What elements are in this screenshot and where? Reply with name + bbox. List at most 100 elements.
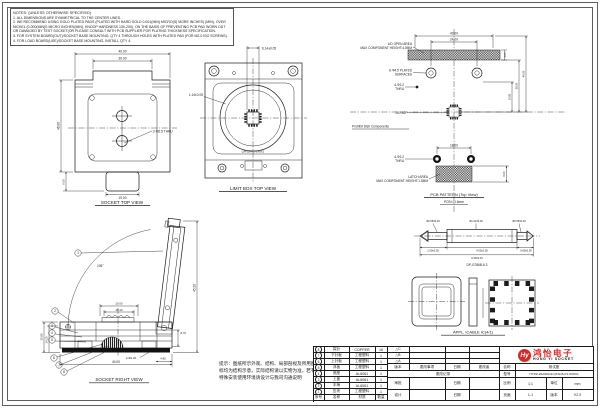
unit-value: mm xyxy=(562,378,594,390)
part-material: 工程塑料 xyxy=(349,353,376,360)
label-latch-2: MAX COMPONENT HEIGHT:1.5MM xyxy=(376,179,428,183)
balloon-8: 8 xyxy=(63,370,65,374)
part-no: 8 xyxy=(315,347,322,353)
label-thru-upper-2: THRU xyxy=(395,87,405,91)
scale-value: 1:1 xyxy=(515,378,547,390)
part-material: AL6061 xyxy=(349,371,376,378)
balloon-2: 2 xyxy=(54,309,56,313)
dim-pcb-h2: 28.50 xyxy=(515,82,519,89)
approve-label: 审批 xyxy=(387,378,410,390)
dim-probe-dia3: Φ0.58±0.02 xyxy=(512,219,526,223)
note-line-3: 3. FOR SYSTEM BOARD(OUT)/SOCKET BASE MOU… xyxy=(13,33,228,38)
scale-label: 比例 xyxy=(499,378,516,390)
revision-header-date: 日期 xyxy=(445,364,470,372)
revision-record-label: 更改记录 xyxy=(387,371,500,379)
part-qty: 1 xyxy=(375,377,388,384)
dim-pcb-h1: 15.80 xyxy=(508,93,512,100)
note-line-2: 2. WE RECOMMEND USING GOLD PLATED PADS (… xyxy=(13,20,226,34)
note-line-1: 1. ALL DIMENSIONS ARE SYMMETRICAL TO THE… xyxy=(13,15,122,20)
part-name: 下针板 xyxy=(324,353,350,360)
label-plated-2: SURFACES xyxy=(395,73,412,77)
page-value: 1-1 xyxy=(515,389,547,402)
dim-right-open: 45.20 xyxy=(193,284,197,292)
name-label: 名称 xyxy=(499,364,516,372)
part-qty: 1 xyxy=(375,365,388,372)
socket-top-view: 40.00 30.00 46.00 6.00 19.00 2-M2.5 THRU… xyxy=(57,50,177,206)
part-qty: 1 xyxy=(375,353,388,360)
dim-probe-len1: 1.50±0.05 xyxy=(427,249,439,253)
logo-english: HONG YI SOCKET xyxy=(533,356,574,361)
notes-title: NOTES: (UNLESS OTHERWISE SPECIFIED) xyxy=(13,10,91,15)
label-socket-screw: 2-M2.5 THRU xyxy=(153,130,173,134)
notes-block: NOTES: (UNLESS OTHERWISE SPECIFIED) 1. A… xyxy=(10,8,234,46)
parts-header-name: 名称 xyxy=(324,395,350,402)
dim-right-5: 40.00 xyxy=(112,360,120,364)
label-plated-1: 6-Φ4.5 PLATED xyxy=(389,69,413,73)
model-number: HYDZ-20240219-QFN16-P1-6X6X1 xyxy=(515,371,594,379)
label-thru-lower-1: 4-Φ2.2 xyxy=(394,155,404,159)
caption-socket-top-view: SOCKET TOP VIEW xyxy=(101,200,144,205)
note-line-4: 4. FOR LOAD BOARD(USE)/SOCKET BASE MOUNT… xyxy=(13,38,132,43)
applicable-ic-view: APPL. ICABLE IC(4/1) xyxy=(408,273,539,336)
part-no: 1 xyxy=(315,389,322,395)
revision-header-version: 版本 xyxy=(387,364,410,372)
part-material: COPPER xyxy=(349,347,376,354)
revision-block: △C △B △A 版本 更改事项 日期 更改者 更改记录 审批 日期 设计 xyxy=(387,347,500,402)
approve-date-label: 日期 xyxy=(445,378,470,390)
version-label: 版本 xyxy=(546,389,563,402)
part-no: 6 xyxy=(315,359,322,365)
parts-header-no: 序号 xyxy=(313,395,325,402)
part-name: 上针板 xyxy=(324,359,350,366)
part-no: 7 xyxy=(315,353,322,359)
product-name: 测试座 xyxy=(515,364,594,372)
part-no: 3 xyxy=(315,377,322,383)
dim-pcb-w: 40.00 xyxy=(450,32,458,36)
label-thru-upper-1: 4-Φ2.2 xyxy=(394,83,404,87)
caption-pcb-pattern: PCB PATTERN (Top View) xyxy=(430,192,478,197)
part-name: 探针 xyxy=(324,347,350,354)
dim-offset: 1.14±0.05 xyxy=(189,93,203,97)
part-material: 工程塑料 xyxy=(349,389,376,396)
dim-socket-tab: 19.00 xyxy=(119,196,127,200)
caption-limit-box: LIMIT BOX TOP VIEW xyxy=(230,186,277,191)
balloon-1: 1 xyxy=(77,251,79,255)
revision-delta-b: △B xyxy=(387,352,410,359)
parts-header-material: 材质 xyxy=(349,395,376,402)
part-no: 2 xyxy=(315,383,322,389)
dim-pcb-h3: 40.50 xyxy=(522,70,526,77)
dim-right-L1: 15.80 xyxy=(40,333,44,340)
probe-view: Φ0.58±0.02 Φ1.02±0.02 Φ0.58±0.02 1.50±0.… xyxy=(414,219,540,267)
dim-pcb-latch: 6.00 xyxy=(502,171,506,177)
label-lid-open-2: MAX COMPONENT HEIGHT:4.0MM xyxy=(360,46,412,50)
label-prohibit: Prohibit Dish Components xyxy=(352,125,389,129)
parts-list: 8 探针 COPPER 16 7 下针板 工程塑料 1 6 上针板 工程塑料 1… xyxy=(313,347,388,402)
balloon-3: 3 xyxy=(51,324,53,328)
part-name: 手柄 xyxy=(324,383,350,390)
balloon-7: 7 xyxy=(58,363,60,367)
part-material: AL6061 xyxy=(349,377,376,384)
parts-header-qty: 数量 xyxy=(375,395,388,402)
page-label: 页面 xyxy=(499,389,516,402)
socket-lid-open xyxy=(157,217,186,329)
title-block: 8 探针 COPPER 16 7 下针板 工程塑料 1 6 上针板 工程塑料 1… xyxy=(312,346,594,402)
dim-probe-dia2: Φ1.02±0.02 xyxy=(469,219,483,223)
footnote-text: 提示：图纸所示外观、结构、局部剖视及所用图标均为结构示意，实际结构请以实物为准，… xyxy=(219,361,316,381)
dim-right-2: 15.40 xyxy=(116,308,123,312)
label-thru-lower-2: THRU xyxy=(395,159,405,163)
part-qty: 1 xyxy=(375,359,388,366)
revision-header-change: 更改事项 xyxy=(409,364,446,372)
label-16-pad: 16-PAD xyxy=(395,111,407,115)
unit-label: 单位 xyxy=(546,378,563,390)
dim-pcb-span: 18.00 xyxy=(450,144,458,148)
part-qty: 1 xyxy=(375,383,388,390)
part-qty: 1 xyxy=(375,389,388,396)
balloon-5: 5 xyxy=(51,338,53,342)
logo-icon: Hy xyxy=(518,348,532,362)
part-no: 5 xyxy=(315,365,322,371)
dim-socket-inner: 30.00 xyxy=(119,57,127,61)
dim-pocket: 6.14±0.05 xyxy=(262,47,276,51)
dim-right-angle: 105° xyxy=(97,264,104,268)
